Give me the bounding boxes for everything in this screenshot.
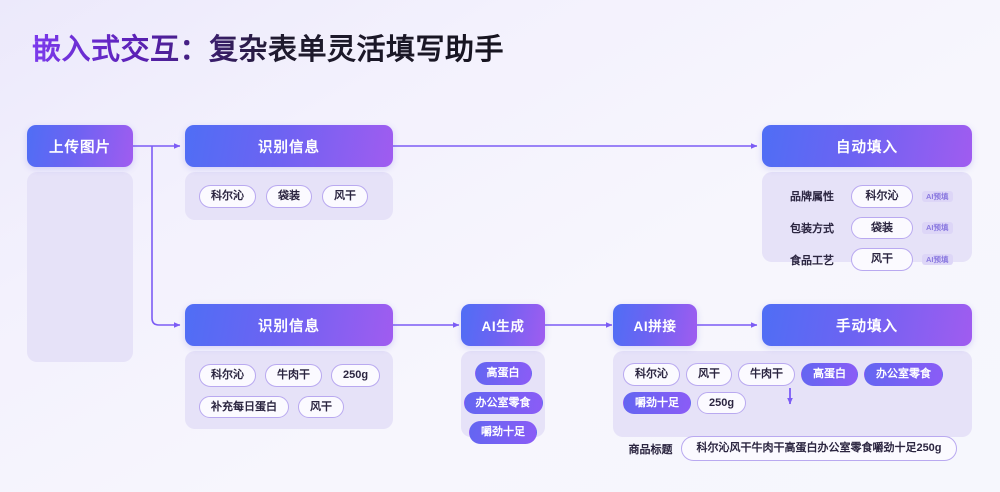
recognize-bottom-panel: 科尔沁 牛肉干 250g 补充每日蛋白 风干: [185, 351, 393, 429]
form-value-field[interactable]: 风干: [851, 248, 913, 271]
form-label: 包装方式: [790, 222, 834, 235]
tag-item[interactable]: 嚼劲十足: [623, 391, 691, 415]
node-recognize-top-label: 识别信息: [258, 139, 320, 156]
node-auto-fill[interactable]: 自动填入: [762, 125, 972, 167]
node-ai-generate-label: AI生成: [481, 319, 525, 334]
tag-item[interactable]: 牛肉干: [738, 363, 795, 386]
form-value-field[interactable]: 袋装: [851, 216, 913, 240]
page-title: 嵌入式交互：复杂表单灵活填写助手: [32, 26, 504, 68]
tag-item[interactable]: 嚼劲十足: [469, 421, 537, 444]
node-ai-generate[interactable]: AI生成: [461, 304, 545, 346]
tag-item[interactable]: 250g: [331, 364, 381, 387]
node-upload-label: 上传图片: [49, 139, 111, 156]
node-upload[interactable]: 上传图片: [27, 125, 133, 167]
tag-item[interactable]: 风干: [686, 363, 732, 386]
form-label: 食品工艺: [790, 254, 834, 267]
tag-item[interactable]: 250g: [697, 391, 747, 415]
ai-prefill-badge: AI预填: [922, 222, 953, 234]
tag-item[interactable]: 袋装: [266, 185, 312, 208]
tag-item[interactable]: 科尔沁: [623, 363, 680, 386]
node-recognize-top[interactable]: 识别信息: [185, 125, 393, 167]
ai-generate-tags: 高蛋白 办公室零食 嚼劲十足: [461, 351, 545, 444]
recognize-top-tags: 科尔沁 袋装 风干: [185, 172, 393, 208]
tag-item[interactable]: 补充每日蛋白: [199, 395, 289, 419]
auto-fill-form: 品牌属性 科尔沁 AI预填 包装方式 袋装 AI预填 食品工艺 风干 AI预填: [762, 172, 972, 271]
tag-item[interactable]: 科尔沁: [199, 185, 256, 208]
recognize-top-panel: 科尔沁 袋装 风干: [185, 172, 393, 220]
form-row: 包装方式 袋装 AI预填: [790, 216, 972, 240]
recognize-bottom-tags: 科尔沁 牛肉干 250g 补充每日蛋白 风干: [185, 351, 393, 419]
product-title-row: 商品标题 科尔沁风干牛肉干高蛋白办公室零食嚼劲十足250g: [613, 436, 972, 461]
form-row: 品牌属性 科尔沁 AI预填: [790, 185, 972, 208]
upload-images-panel: [27, 172, 133, 362]
form-row: 食品工艺 风干 AI预填: [790, 248, 972, 271]
ai-prefill-badge: AI预填: [922, 253, 953, 266]
ai-prefill-badge: AI预填: [922, 190, 953, 203]
tag-item[interactable]: 高蛋白: [801, 363, 858, 386]
node-manual-fill-label: 手动填入: [836, 318, 898, 335]
tag-item[interactable]: 风干: [322, 185, 368, 208]
node-recognize-bottom-label: 识别信息: [258, 318, 320, 335]
node-manual-fill[interactable]: 手动填入: [762, 304, 972, 346]
auto-fill-panel: 品牌属性 科尔沁 AI预填 包装方式 袋装 AI预填 食品工艺 风干 AI预填: [762, 172, 972, 271]
tag-item[interactable]: 牛肉干: [265, 364, 322, 387]
node-ai-concat-label: AI拼接: [633, 319, 677, 334]
tag-item[interactable]: 风干: [298, 395, 344, 419]
tag-item[interactable]: 办公室零食: [864, 363, 943, 386]
node-recognize-bottom[interactable]: 识别信息: [185, 304, 393, 346]
manual-fill-panel: 科尔沁 风干 牛肉干 高蛋白 办公室零食 嚼劲十足 250g 商品标题 科尔沁风…: [613, 351, 972, 461]
tag-item[interactable]: 科尔沁: [199, 364, 256, 387]
manual-fill-tags: 科尔沁 风干 牛肉干 高蛋白 办公室零食 嚼劲十足 250g: [613, 351, 972, 415]
product-title-field[interactable]: 科尔沁风干牛肉干高蛋白办公室零食嚼劲十足250g: [681, 436, 957, 461]
product-title-label: 商品标题: [628, 443, 673, 456]
ai-generate-panel: 高蛋白 办公室零食 嚼劲十足: [461, 351, 545, 444]
form-label: 品牌属性: [790, 191, 834, 204]
tag-item[interactable]: 办公室零食: [463, 391, 543, 415]
node-auto-fill-label: 自动填入: [836, 139, 898, 156]
form-value-field[interactable]: 科尔沁: [851, 185, 913, 208]
tag-item[interactable]: 高蛋白: [474, 362, 532, 385]
node-ai-concat[interactable]: AI拼接: [613, 304, 697, 346]
